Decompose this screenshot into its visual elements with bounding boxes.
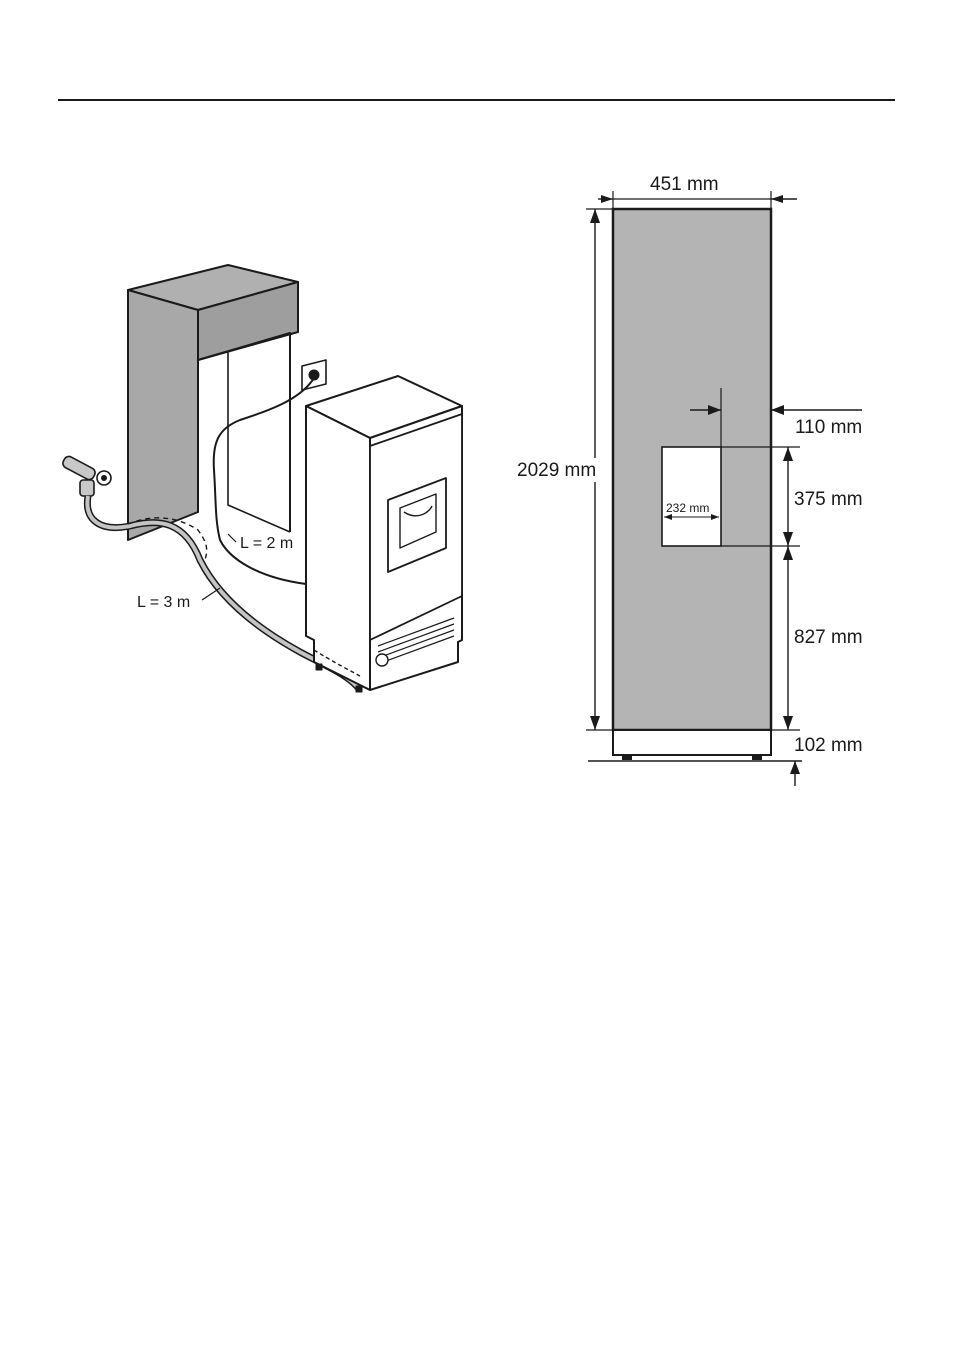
plinth-height-label: 102 mm [794, 735, 863, 756]
water-tap-icon [61, 455, 111, 496]
water-hose-leader [202, 588, 220, 600]
height-dimension-label: 2029 mm [517, 460, 596, 481]
power-socket-icon [302, 360, 326, 390]
housing-cabinet [128, 265, 298, 540]
ice-maker-appliance [306, 376, 462, 692]
plinth [613, 730, 771, 755]
niche-width-label: 232 mm [666, 501, 709, 515]
niche-height-label: 375 mm [794, 489, 863, 510]
width-dimension-label: 451 mm [650, 174, 719, 195]
installation-illustration [61, 265, 462, 692]
foot-left [622, 755, 632, 760]
power-cable-length-label: L = 2 m [240, 535, 293, 552]
water-hose-length-label: L = 3 m [137, 594, 190, 611]
power-cable-leader [228, 534, 236, 542]
niche-cutout [662, 447, 721, 546]
foot-right [752, 755, 762, 760]
niche-above-base-label: 827 mm [794, 627, 863, 648]
niche-offset-label: 110 mm [795, 417, 862, 438]
